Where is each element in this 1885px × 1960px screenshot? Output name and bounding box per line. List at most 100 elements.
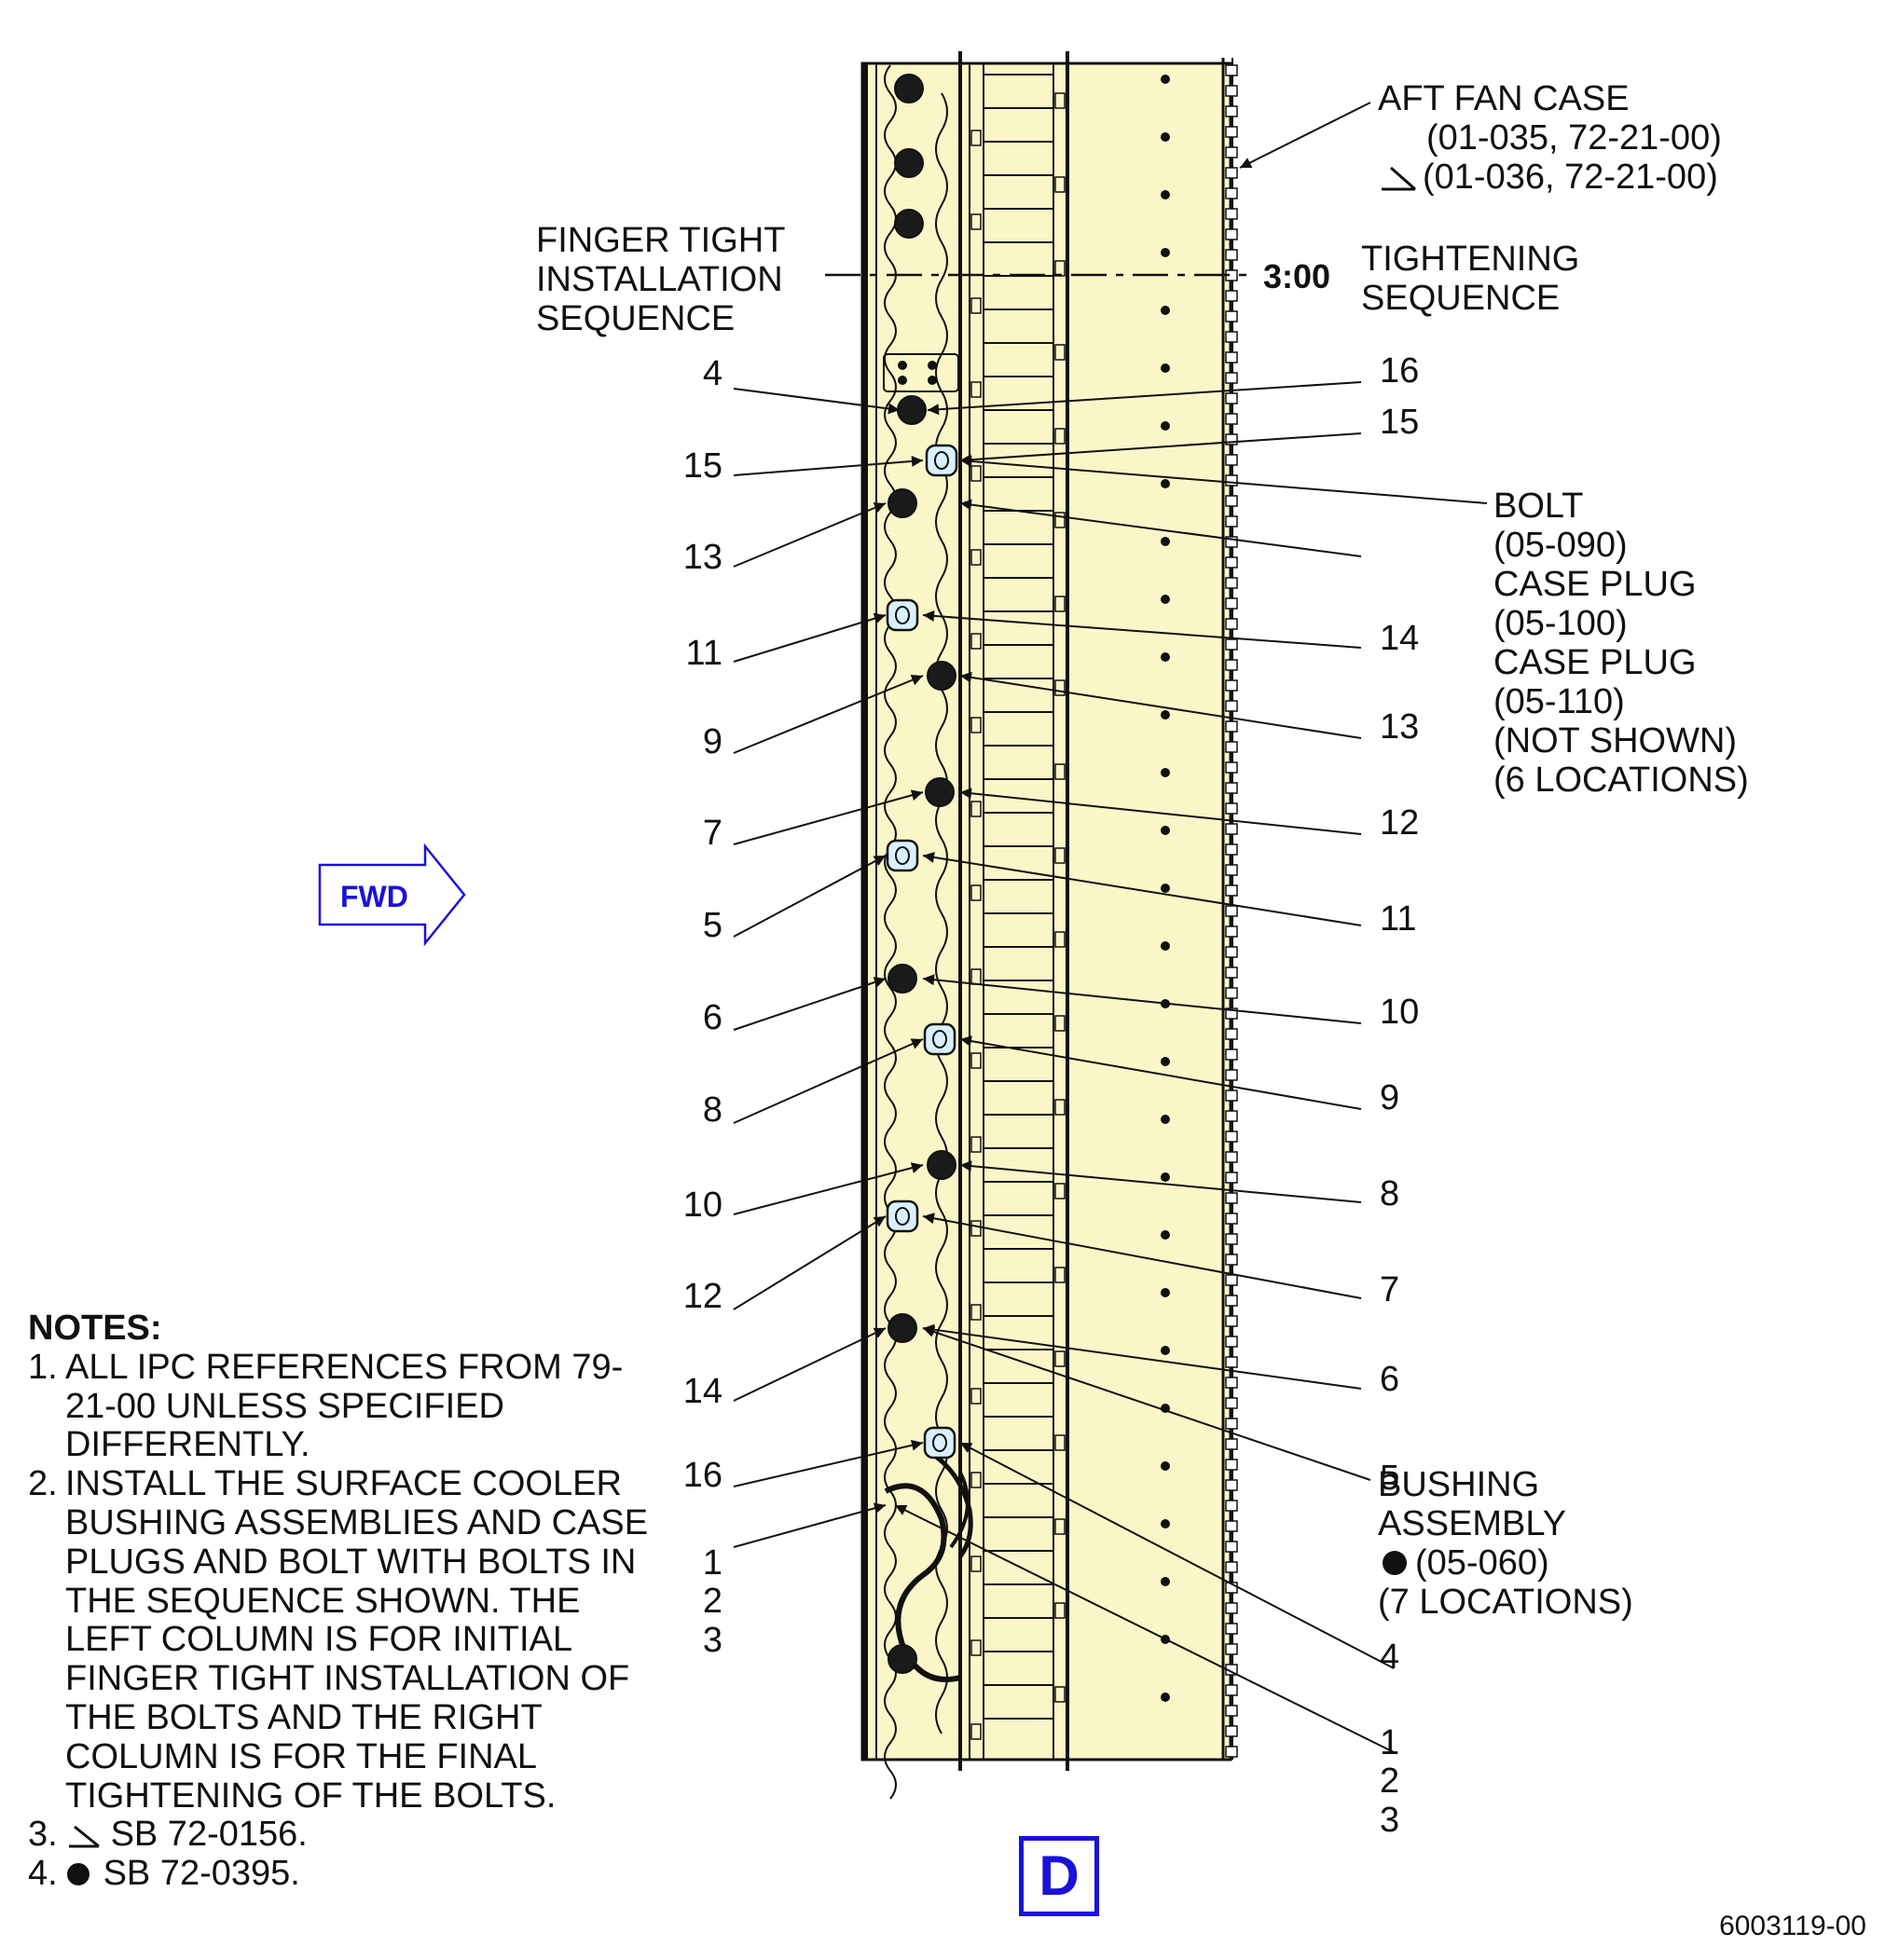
leader-arrow	[922, 1213, 1362, 1299]
bolt-marker	[927, 1150, 956, 1180]
view-letter-box: D	[1019, 1836, 1099, 1916]
left-sequence-number: 16	[683, 1456, 722, 1495]
right-sequence-number: 11	[1380, 899, 1416, 939]
leader-arrow	[733, 1038, 924, 1124]
leader-arrow	[927, 381, 1362, 416]
finger-tight-line2: INSTALLATION	[536, 260, 783, 299]
note-dot-icon	[65, 1858, 93, 1886]
aft-fan-case-ref1: (01-035, 72-21-00)	[1426, 118, 1722, 158]
leader-arrow	[733, 855, 887, 938]
figure-id: 6003119-00	[1719, 1911, 1866, 1941]
case-plug-marker	[925, 444, 958, 477]
leader-arrow	[733, 1162, 924, 1215]
leader-arrow	[733, 789, 924, 845]
right-sequence-number: 10	[1380, 993, 1419, 1032]
tightening-line1: TIGHTENING	[1361, 240, 1579, 279]
right-sequence-number: 14	[1380, 619, 1419, 658]
svg-text:BOLT: BOLT	[1493, 487, 1583, 526]
case-edge-teeth	[1225, 64, 1238, 1758]
right-sequence-number: 6	[1380, 1360, 1399, 1399]
leader-arrow	[959, 671, 1362, 739]
left-sequence-number: 12	[683, 1277, 722, 1316]
notes-title: NOTES:	[28, 1309, 162, 1348]
left-sequence-number: 8	[703, 1090, 722, 1130]
leader-arrow	[922, 610, 1362, 649]
note-text: SB 72-0395.	[103, 1854, 300, 1894]
leader-arrow	[733, 455, 924, 476]
note-text: INSTALL THE SURFACE COOLER BUSHING ASSEM…	[65, 1464, 649, 1816]
leader-arrow	[733, 1215, 887, 1310]
leader-arrow	[959, 788, 1362, 835]
note-item: 2. INSTALL THE SURFACE COOLER BUSHING AS…	[28, 1464, 671, 1816]
left-sequence-number: 15	[683, 446, 722, 486]
right-sequence-number: 7	[1380, 1270, 1399, 1309]
svg-text:ASSEMBLY: ASSEMBLY	[1378, 1504, 1566, 1543]
left-sequence-number: 11	[686, 634, 722, 673]
note-item: 4. SB 72-0395.	[28, 1854, 671, 1894]
leader-lines	[733, 102, 1488, 1753]
leader-arrow	[733, 674, 924, 754]
aft-fan-case-label: AFT FAN CASE	[1378, 79, 1630, 118]
left-sequence-number: 10	[683, 1186, 722, 1225]
leader-arrow	[959, 1442, 1395, 1669]
surface-cooler-part	[860, 51, 1238, 1800]
bolt-marker	[887, 488, 917, 518]
left-sequence-number: 4	[703, 354, 722, 393]
leader-arrow	[959, 432, 1362, 466]
finger-tight-line3: SEQUENCE	[536, 299, 735, 338]
right-sequence-number: 12	[1380, 803, 1419, 843]
tightening-line2: SEQUENCE	[1361, 279, 1560, 318]
bolt-marker	[887, 1313, 917, 1343]
leader-arrow	[959, 1160, 1362, 1203]
left-sequence-number: 13	[683, 538, 722, 577]
leader-arrow	[922, 974, 1362, 1024]
note-number: 3.	[28, 1815, 58, 1855]
right-sequence-number: 4	[1380, 1638, 1399, 1677]
bolt-case-plug-callout: BOLT (05-090) CASE PLUG (05-100) CASE PL…	[1493, 487, 1749, 800]
leader-arrow	[922, 1323, 1362, 1390]
fwd-label: FWD	[340, 880, 408, 913]
left-sequence-number: 5	[703, 906, 722, 945]
bolt-marker	[894, 209, 924, 239]
leader-arrow	[894, 1504, 1395, 1753]
leader-arrow	[733, 612, 887, 663]
right-sequence-number: 15	[1380, 403, 1419, 442]
bolt-marker	[894, 148, 924, 178]
left-sequence-number: 3	[703, 1621, 722, 1660]
case-plug-marker	[886, 839, 919, 872]
svg-text:(05-110): (05-110)	[1493, 682, 1625, 721]
bushing-assembly-callout: BUSHING ASSEMBLY (05-060) (7 LOCATIONS)	[1378, 1465, 1633, 1622]
case-plug-marker	[886, 1199, 919, 1233]
svg-text:CASE PLUG: CASE PLUG	[1493, 565, 1697, 604]
leader-arrow	[959, 499, 1362, 557]
leader-arrow	[733, 1439, 924, 1487]
note-text: ALL IPC REFERENCES FROM 79-21-00 UNLESS …	[65, 1347, 624, 1465]
svg-text:(05-100): (05-100)	[1493, 604, 1628, 643]
note-text: SB 72-0156.	[110, 1815, 308, 1855]
leader-arrow	[959, 1035, 1362, 1110]
leader-arrow	[733, 1502, 887, 1548]
note-number: 2.	[28, 1464, 58, 1504]
bolt-marker	[925, 777, 955, 807]
bolt-marker	[897, 395, 927, 425]
right-sequence-number: 2	[1380, 1761, 1399, 1801]
leader-arrow	[922, 1326, 1371, 1481]
right-sequence-number: 13	[1380, 707, 1419, 747]
sb-0395-dot-icon	[1383, 1551, 1407, 1575]
note-triangle-icon	[65, 1819, 101, 1848]
leader-arrow	[733, 388, 901, 415]
left-sequence-number: 1	[703, 1543, 722, 1583]
left-sequence-number: 9	[703, 722, 722, 761]
rivet-dots	[1161, 75, 1170, 1702]
bolt-marker	[894, 74, 924, 103]
note-number: 1.	[28, 1347, 58, 1387]
left-sequence-number: 2	[703, 1582, 722, 1621]
clock-position-label: 3:00	[1263, 257, 1330, 295]
svg-text:(7 LOCATIONS): (7 LOCATIONS)	[1378, 1583, 1633, 1622]
leader-arrow	[733, 1327, 887, 1402]
svg-text:BUSHING: BUSHING	[1378, 1465, 1539, 1504]
right-sequence-number: 5	[1380, 1459, 1399, 1498]
case-plug-marker	[923, 1022, 956, 1056]
